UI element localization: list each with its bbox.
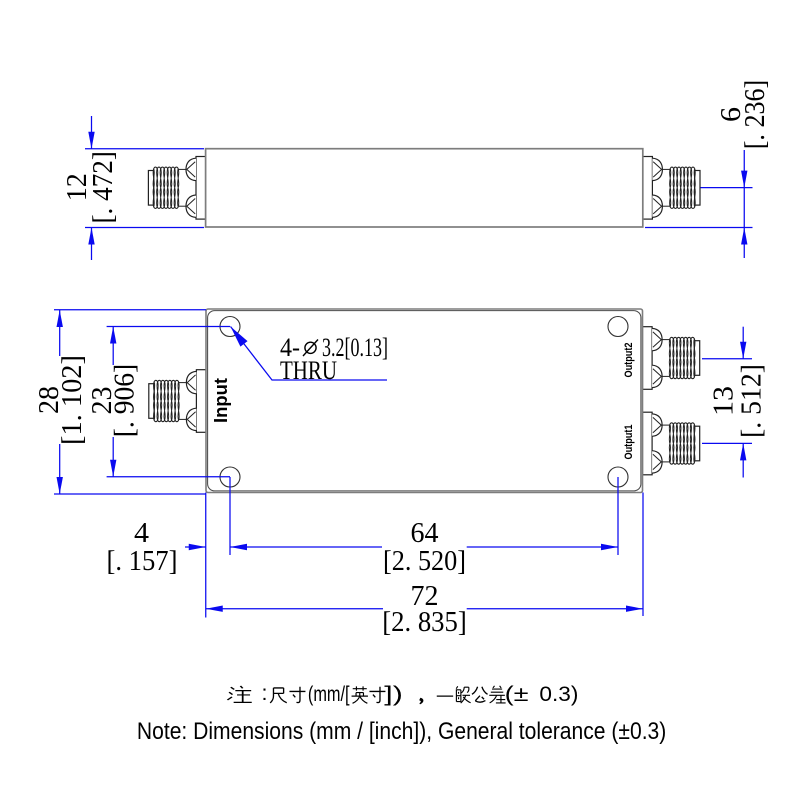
svg-text:THRU: THRU <box>280 356 337 385</box>
svg-text:4-: 4- <box>280 333 300 362</box>
svg-text:[2. 835]: [2. 835] <box>382 606 467 638</box>
svg-text:]): ]) <box>384 682 403 706</box>
svg-text:[2. 520]: [2. 520] <box>383 545 466 577</box>
svg-text:(±: (± <box>505 682 529 706</box>
svg-text:12: 12 <box>61 173 93 201</box>
svg-text:13: 13 <box>708 386 740 416</box>
svg-text:64: 64 <box>411 517 439 549</box>
svg-text:[. 472]: [. 472] <box>87 151 119 224</box>
svg-text:6: 6 <box>715 107 747 122</box>
svg-text:23: 23 <box>86 387 118 415</box>
svg-text:[. 157]: [. 157] <box>107 545 178 577</box>
svg-text:(mm/[: (mm/[ <box>308 682 350 706</box>
svg-text:[1. 102]: [1. 102] <box>56 355 88 445</box>
svg-text:[. 236]: [. 236] <box>739 80 771 150</box>
svg-text:Note: Dimensions (mm / [inch]): Note: Dimensions (mm / [inch]), General … <box>137 718 666 745</box>
svg-text:0.3): 0.3) <box>539 682 578 706</box>
svg-text::: : <box>262 681 268 705</box>
svg-text:28: 28 <box>33 386 65 414</box>
svg-text:[. 906]: [. 906] <box>109 364 141 438</box>
svg-text:3.2[0.13]: 3.2[0.13] <box>322 333 388 362</box>
svg-text:Output2: Output2 <box>623 343 635 378</box>
svg-text:4: 4 <box>134 517 150 549</box>
svg-text:[. 512]: [. 512] <box>736 364 768 438</box>
svg-text:72: 72 <box>411 580 439 612</box>
svg-text:Output1: Output1 <box>623 425 635 460</box>
svg-text:Input: Input <box>211 378 231 423</box>
